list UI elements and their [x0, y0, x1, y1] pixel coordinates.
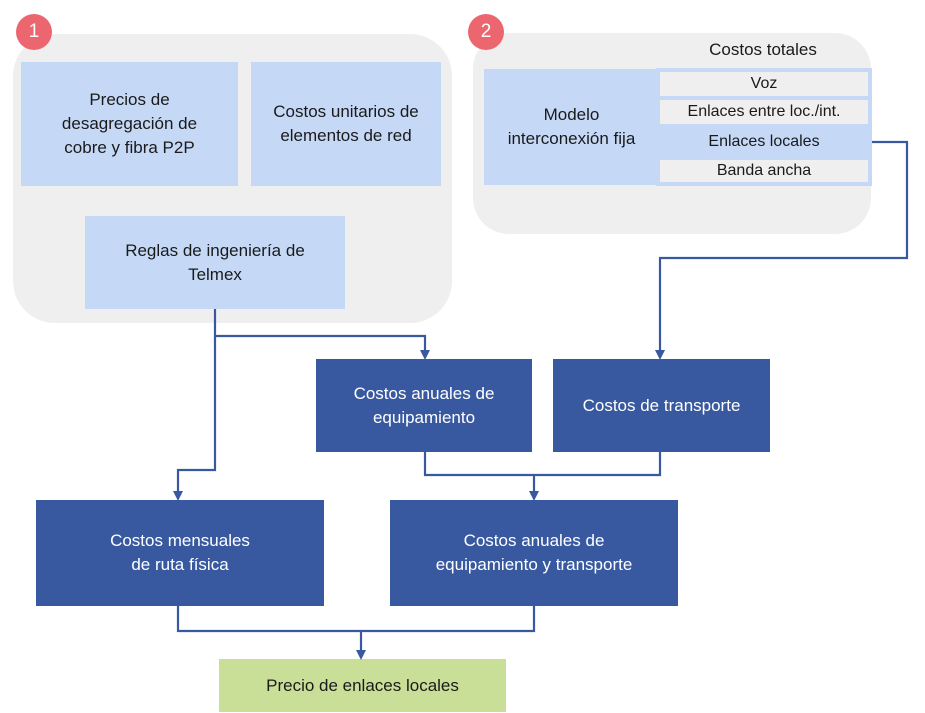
rules-to-route-arrow	[173, 336, 217, 501]
service-interlocal-links: Enlaces entre loc./int.	[660, 100, 868, 124]
service-broadband: Banda ancha	[660, 160, 868, 182]
annual-equipment-line-1: Costos anuales de	[353, 383, 495, 403]
transport-costs-box: Costos de transporte	[553, 359, 770, 452]
annual-equipment-costs-box: Costos anuales de equipamiento	[316, 359, 532, 452]
desagregation-prices-box: Precios de desagregación de cobre y fibr…	[21, 62, 238, 186]
unit-costs-box: Costos unitarios de elementos de red	[251, 62, 441, 186]
unit-costs-line-1: Costos unitarios de	[273, 102, 419, 121]
monthly-route-costs-box: Costos mensuales de ruta física	[36, 500, 324, 606]
equipment-transport-line-1: Costos anuales de	[463, 531, 605, 550]
fixed-interconnection-model-box: Modelo interconexión fija	[484, 69, 659, 185]
desagregation-prices-line-1: Precios de	[89, 90, 170, 109]
annual-equipment-line-2: equipamiento	[372, 407, 476, 427]
to-final-price-arrow	[176, 606, 536, 655]
service-voice: Voz	[660, 72, 868, 96]
model-line-2: interconexión fija	[507, 129, 636, 148]
monthly-route-line-2: de ruta física	[131, 555, 229, 574]
local-links-price-box: Precio de enlaces locales	[219, 659, 506, 712]
total-costs-title: Costos totales	[709, 40, 817, 59]
rules-to-equipment-arrow	[213, 309, 430, 360]
equipment-transport-line-2: equipamiento y transporte	[435, 555, 633, 574]
desagregation-prices-line-3: cobre y fibra P2P	[64, 138, 195, 157]
annual-equipment-transport-costs-box: Costos anuales de equipamiento y transpo…	[390, 500, 678, 606]
group-2-badge: 2	[468, 14, 504, 50]
engineering-rules-line-2: Telmex	[188, 264, 242, 284]
unit-costs-line-2: elementos de red	[280, 126, 412, 145]
engineering-rules-box: Reglas de ingeniería de Telmex	[85, 216, 345, 309]
model-line-1: Modelo	[543, 105, 600, 124]
group-1-badge: 1	[16, 14, 52, 50]
service-local-links: Enlaces locales	[660, 128, 868, 156]
monthly-route-line-1: Costos mensuales	[110, 531, 250, 550]
engineering-rules-line-1: Reglas de ingeniería de	[125, 240, 305, 260]
equipment-transport-merge-arrow	[423, 452, 662, 496]
services-list: Voz Enlaces entre loc./int. Enlaces loca…	[656, 68, 872, 186]
local-links-to-transport-arrow	[655, 140, 909, 360]
desagregation-prices-line-2: desagregación de	[61, 114, 198, 133]
